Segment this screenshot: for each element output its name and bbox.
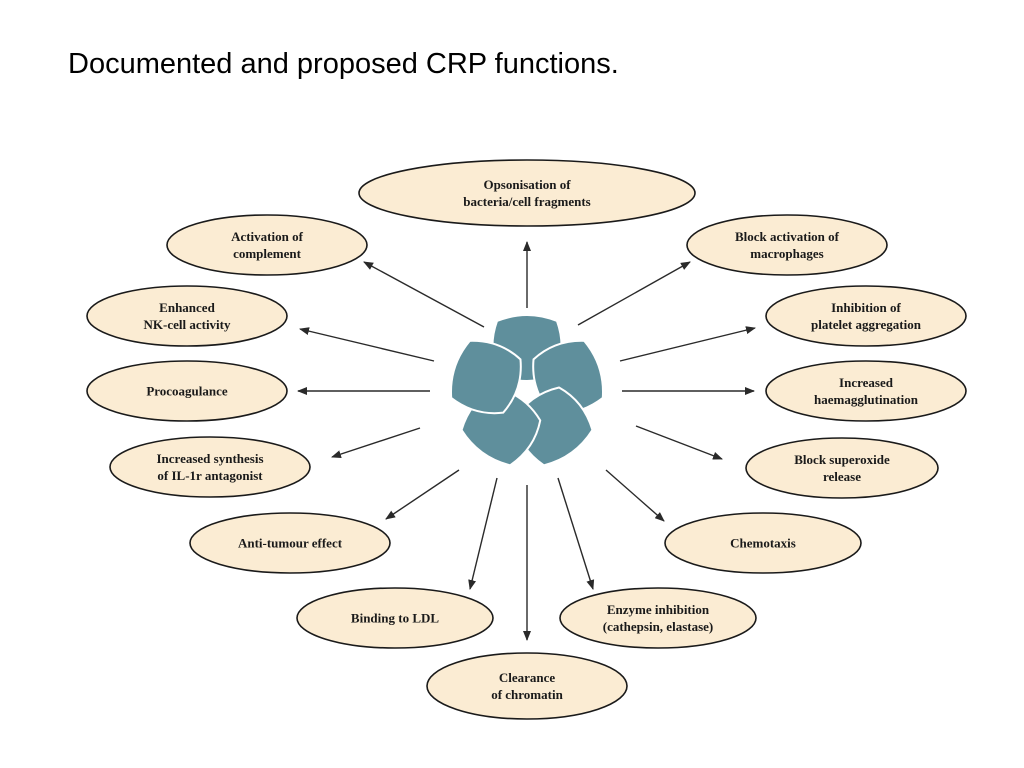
arrow-to-block-activation-macrophages	[577, 261, 691, 326]
function-node-ellipse	[745, 437, 939, 499]
function-node-label: Increased synthesis	[156, 451, 263, 466]
function-node-inhibition-platelet-aggregation: Inhibition of platelet aggregation	[765, 285, 967, 347]
arrow-to-binding-ldl	[468, 477, 498, 590]
function-node-ellipse	[86, 285, 288, 347]
function-node-label: Clearance	[499, 670, 556, 685]
function-node-chemotaxis: Chemotaxis	[664, 512, 862, 574]
function-node-ellipse	[296, 587, 494, 649]
function-node-label: Binding to LDL	[351, 611, 439, 626]
function-node-label: complement	[233, 246, 302, 261]
function-node-label: Inhibition of	[831, 300, 901, 315]
function-node-label: Block superoxide	[794, 452, 890, 467]
arrow-to-enzyme-inhibition	[557, 477, 595, 590]
function-node-ellipse	[664, 512, 862, 574]
function-node-ellipse	[765, 285, 967, 347]
function-node-procoagulance: Procoagulance	[86, 360, 288, 422]
function-node-label: Enzyme inhibition	[607, 602, 710, 617]
function-node-label: Anti-tumour effect	[238, 536, 343, 551]
function-node-label: haemagglutination	[814, 392, 919, 407]
slide-title: Documented and proposed CRP functions.	[68, 48, 619, 80]
function-nodes: Opsonisation of bacteria/cell fragmentsBl…	[86, 159, 967, 720]
function-node-label: bacteria/cell fragments	[463, 194, 590, 209]
function-node-activation-complement: Activation of complement	[166, 214, 368, 276]
function-node-label: Enhanced	[159, 300, 215, 315]
function-node-ellipse	[166, 214, 368, 276]
function-node-label: release	[823, 469, 861, 484]
function-node-label: Activation of	[231, 229, 304, 244]
function-node-ellipse	[765, 360, 967, 422]
crp-subunit-lobe	[450, 339, 522, 415]
function-node-ellipse	[358, 159, 696, 227]
arrow-to-increased-synthesis-il1r	[331, 427, 421, 458]
function-node-label: Chemotaxis	[730, 536, 796, 551]
arrows-layer	[297, 241, 756, 641]
function-node-clearance-chromatin: Clearance of chromatin	[426, 652, 628, 720]
function-node-label: platelet aggregation	[811, 317, 922, 332]
function-node-increased-haemagglutination: Increased haemagglutination	[765, 360, 967, 422]
arrow-to-activation-complement	[363, 261, 485, 328]
function-node-label: of chromatin	[491, 687, 563, 702]
arrow-to-block-superoxide-release	[635, 425, 723, 460]
function-node-label: Procoagulance	[146, 384, 228, 399]
arrow-to-inhibition-platelet-aggregation	[619, 326, 756, 362]
function-node-opsonisation: Opsonisation of bacteria/cell fragments	[358, 159, 696, 227]
function-node-ellipse	[559, 587, 757, 649]
function-node-anti-tumour-effect: Anti-tumour effect	[189, 512, 391, 574]
crp-pentamer-icon	[450, 314, 604, 467]
function-node-ellipse	[686, 214, 888, 276]
function-node-label: Increased	[839, 375, 894, 390]
function-node-label: Opsonisation of	[483, 177, 571, 192]
function-node-ellipse	[426, 652, 628, 720]
function-node-label: NK-cell activity	[144, 317, 231, 332]
function-node-label: of IL-1r antagonist	[157, 468, 263, 483]
arrow-to-chemotaxis	[605, 469, 665, 522]
function-node-label: Block activation of	[735, 229, 840, 244]
function-node-increased-synthesis-il1r: Increased synthesis of IL-1r antagonist	[109, 436, 311, 498]
function-node-block-superoxide-release: Block superoxide release	[745, 437, 939, 499]
crp-central-pore	[520, 384, 534, 398]
function-node-ellipse	[109, 436, 311, 498]
function-node-label: (cathepsin, elastase)	[603, 619, 714, 634]
function-node-ellipse	[189, 512, 391, 574]
function-node-block-activation-macrophages: Block activation of macrophages	[686, 214, 888, 276]
function-node-binding-ldl: Binding to LDL	[296, 587, 494, 649]
arrow-to-anti-tumour-effect	[385, 469, 460, 520]
function-node-enzyme-inhibition: Enzyme inhibition (cathepsin, elastase)	[559, 587, 757, 649]
function-node-label: macrophages	[750, 246, 823, 261]
function-node-ellipse	[86, 360, 288, 422]
arrow-to-enhanced-nk-cell-activity	[299, 327, 435, 362]
